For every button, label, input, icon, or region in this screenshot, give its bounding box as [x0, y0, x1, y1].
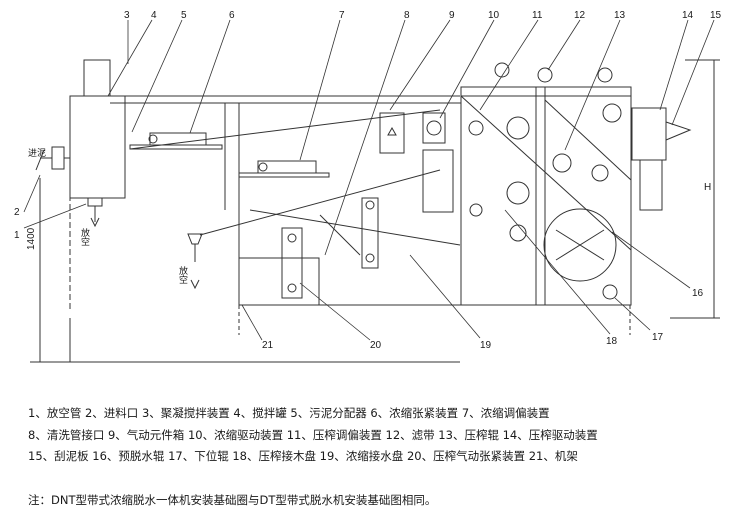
- callout-12: 12: [574, 10, 586, 21]
- callout-3: 3: [124, 10, 130, 21]
- callout-2: 2: [14, 207, 20, 218]
- inlet-pipe: [35, 146, 70, 171]
- callout-numbers: 1 2 3 4 5 6 7 8 9 10 11 12 13 14 15 16 1…: [14, 10, 722, 351]
- thickening-drive: [422, 112, 454, 213]
- pneumatic-box: [379, 112, 405, 154]
- vent-pipe-mid: [187, 233, 203, 290]
- callout-13: 13: [614, 10, 626, 21]
- leader-lines: [23, 19, 715, 341]
- equipment-diagram: 1 2 3 4 5 6 7 8 9 10 11 12 13 14 15 16 1…: [14, 10, 722, 363]
- callout-21: 21: [262, 340, 274, 351]
- machine-frame: [224, 102, 631, 335]
- filter-belt: [129, 95, 632, 251]
- callout-8: 8: [404, 10, 410, 21]
- top-beam: [70, 95, 460, 198]
- pneumatic-tensioner: [281, 197, 379, 299]
- callout-18: 18: [606, 336, 618, 347]
- callout-14: 14: [682, 10, 694, 21]
- callout-6: 6: [229, 10, 235, 21]
- callout-10: 10: [488, 10, 500, 21]
- callout-9: 9: [449, 10, 455, 21]
- pre-dewatering-roller: [543, 208, 617, 282]
- label-vent-mid: 放空: [177, 265, 188, 284]
- label-dim-h: H: [704, 182, 711, 193]
- callout-15: 15: [710, 10, 722, 21]
- callout-5: 5: [181, 10, 187, 21]
- mixing-tank: [69, 59, 126, 310]
- label-inlet: 进泥: [28, 148, 46, 159]
- label-vent-left: 放空: [79, 227, 90, 246]
- callout-20: 20: [370, 340, 382, 351]
- callout-1: 1: [14, 230, 20, 241]
- callout-11: 11: [532, 10, 543, 21]
- legend-row: 1、放空管 2、进料口 3、聚凝搅拌装置 4、搅拌罐 5、污泥分配器 6、浓缩张…: [28, 406, 550, 420]
- dimension-h: [670, 59, 720, 319]
- component-legend: 1、放空管 2、进料口 3、聚凝搅拌装置 4、搅拌罐 5、污泥分配器 6、浓缩张…: [28, 403, 743, 468]
- press-section-frame: [460, 86, 632, 306]
- dimension-1400: [30, 178, 460, 363]
- press-drive: [631, 107, 692, 211]
- legend-row: 15、刮泥板 16、预脱水辊 17、下位辊 18、压榨接木盘 19、浓缩接水盘 …: [28, 449, 578, 463]
- callout-7: 7: [339, 10, 345, 21]
- legend-row: 8、清洗管接口 9、气动元件箱 10、浓缩驱动装置 11、压榨调偏装置 12、滤…: [28, 427, 598, 442]
- vent-pipe-left: [87, 197, 103, 228]
- callout-17: 17: [652, 332, 664, 343]
- callout-4: 4: [151, 10, 157, 21]
- callout-19: 19: [480, 340, 492, 351]
- callout-16: 16: [692, 288, 704, 299]
- tension-device: [129, 132, 223, 150]
- lower-roller: [602, 284, 618, 300]
- label-dim-1400: 1400: [26, 227, 37, 250]
- deviation-device: [238, 160, 330, 178]
- installation-note: 注：DNT型带式浓缩脱水一体机安装基础圈与DT型带式脱水机安装基础图相同。: [28, 493, 437, 507]
